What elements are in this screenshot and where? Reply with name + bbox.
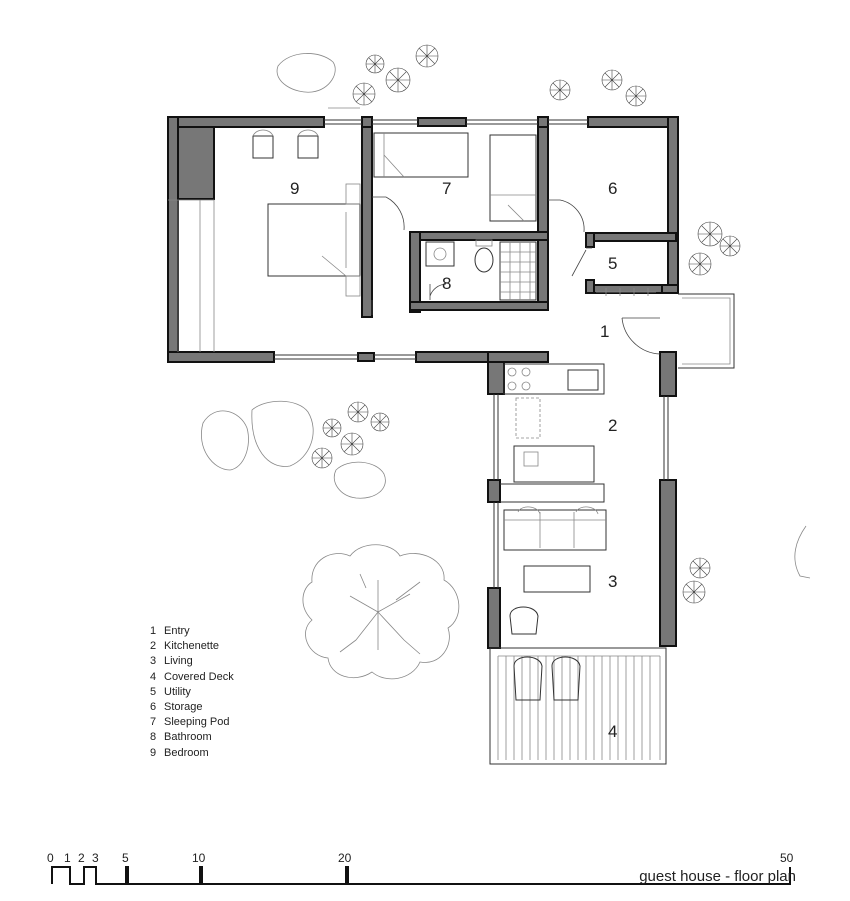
legend-number: 1	[150, 625, 157, 637]
scale-tick-1: 1	[64, 851, 71, 865]
legend-item: 1 Entry	[150, 624, 310, 639]
legend-item: 8 Bathroom	[150, 730, 310, 745]
scale-tick-2: 2	[78, 851, 85, 865]
room-number-9: 9	[290, 179, 299, 198]
scale-tick-3: 3	[92, 851, 99, 865]
scale-tick-50: 50	[780, 851, 794, 865]
legend-number: 5	[150, 685, 157, 698]
legend-number: 6	[150, 701, 157, 714]
interior-walls	[361, 126, 677, 318]
legend-label: Utility	[164, 685, 191, 698]
scale-tick-0: 0	[47, 851, 54, 865]
kitchenette-fixtures	[500, 363, 605, 503]
legend-number: 2	[150, 640, 157, 653]
boulders	[201, 53, 811, 579]
scale-tick-10: 10	[192, 851, 206, 865]
room-number-3: 3	[608, 572, 617, 591]
legend-label: Bedroom	[164, 746, 209, 759]
legend-item: 2 Kitchenette	[150, 639, 310, 654]
legend-label: Kitchenette	[164, 640, 220, 653]
tree	[302, 544, 460, 680]
legend-label: Sleeping Pod	[164, 716, 230, 729]
legend-item: 7 Sleeping Pod	[150, 715, 310, 730]
glazing	[168, 107, 669, 588]
legend-item: 9 Bedroom	[150, 746, 310, 761]
doors	[371, 196, 661, 355]
legend-label: Covered Deck	[164, 670, 234, 683]
legend-item: 5 Utility	[150, 685, 310, 700]
room-number-5: 5	[608, 254, 617, 273]
drawing-caption: guest house - floor plan	[639, 868, 796, 885]
entry-landing	[678, 293, 735, 369]
bedroom-furniture	[252, 129, 361, 297]
legend-label: Entry	[164, 625, 190, 637]
legend-label: Storage	[164, 701, 203, 714]
bathroom-fixtures	[425, 239, 537, 301]
sleeping-pod-furniture	[373, 132, 537, 222]
legend-label: Bathroom	[164, 731, 212, 744]
shrubs	[311, 44, 741, 604]
exterior-walls	[167, 116, 679, 649]
room-number-8: 8	[442, 274, 451, 293]
legend-label: Living	[164, 655, 193, 668]
covered-deck	[489, 647, 667, 765]
living-furniture	[503, 506, 607, 635]
legend-number: 8	[150, 731, 157, 744]
scale-bar: 0 1 2 3 5 10 20 50	[47, 851, 794, 885]
legend-number: 4	[150, 670, 157, 683]
legend-number: 9	[150, 746, 157, 759]
room-number-7: 7	[442, 179, 451, 198]
utility-fixtures	[596, 288, 656, 296]
room-legend: 1 Entry 2 Kitchenette 3 Living 4 Covered Dec…	[150, 624, 310, 761]
legend-item: 4 Covered Deck	[150, 670, 310, 685]
scale-tick-5: 5	[122, 851, 129, 865]
scale-tick-20: 20	[338, 851, 352, 865]
legend-number: 7	[150, 716, 157, 729]
legend-item: 6 Storage	[150, 700, 310, 715]
room-number-6: 6	[608, 179, 617, 198]
room-number-4: 4	[608, 722, 617, 741]
legend-item: 3 Living	[150, 654, 310, 669]
legend-number: 3	[150, 655, 157, 668]
room-number-2: 2	[608, 416, 617, 435]
room-number-1: 1	[600, 322, 609, 341]
